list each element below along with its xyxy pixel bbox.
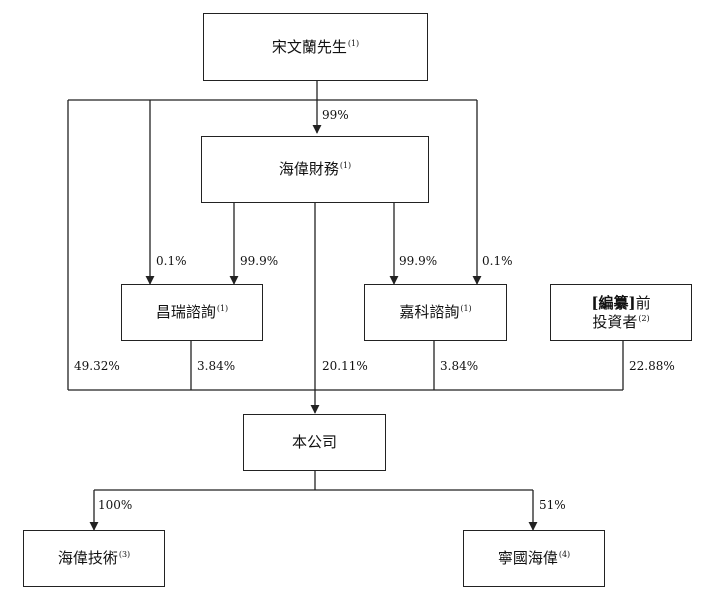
node-haiwei-finance-note: (1) [339,161,352,171]
node-company: 本公司 [243,414,386,471]
node-pre-ipo-label-rest: 前 [635,293,651,312]
node-haiwei-finance-label: 海偉財務 [278,160,339,179]
node-haiwei-tech-label: 海偉技術 [57,549,118,568]
node-haiwei-tech: 海偉技術(3) [23,530,165,587]
node-pre-ipo-note: (2) [638,313,650,323]
pct-changrui-to-company: 3.84% [197,359,236,373]
pct-fin-to-changrui: 99.9% [240,254,279,268]
node-pre-ipo-bracket: [編纂] [591,293,636,312]
node-song-label: 宋文蘭先生 [271,37,347,56]
pct-fin-to-company: 20.11% [322,359,368,373]
node-company-label: 本公司 [291,433,337,452]
pct-fin-to-jiake: 99.9% [399,254,438,268]
pct-preipo-to-company: 22.88% [629,359,675,373]
node-haiwei-tech-note: (3) [118,550,131,560]
node-haiwei-finance: 海偉財務(1) [201,136,429,203]
pct-company-to-ningguo: 51% [539,498,566,512]
node-song-note: (1) [347,38,360,48]
node-jiake: 嘉科諮詢(1) [364,284,507,341]
node-changrui-note: (1) [216,304,229,314]
pct-company-to-tech: 100% [98,498,133,512]
pct-jiake-to-company: 3.84% [440,359,479,373]
node-song: 宋文蘭先生(1) [203,13,428,81]
node-pre-ipo-label-line2: 投資者 [592,312,638,331]
node-ningguo: 寧國海偉(4) [463,530,605,587]
pct-song-to-fin: 99% [322,108,349,122]
pct-song-to-changrui: 0.1% [156,254,187,268]
node-jiake-label: 嘉科諮詢 [399,303,460,322]
pct-song-to-company: 49.32% [74,359,120,373]
node-ningguo-label: 寧國海偉 [497,549,558,568]
node-changrui-label: 昌瑞諮詢 [155,303,216,322]
node-changrui: 昌瑞諮詢(1) [121,284,263,341]
node-ningguo-note: (4) [558,550,571,560]
pct-song-to-jiake: 0.1% [482,254,513,268]
node-pre-ipo-investors: [編纂]前 投資者(2) [550,284,692,341]
node-jiake-note: (1) [460,304,472,314]
